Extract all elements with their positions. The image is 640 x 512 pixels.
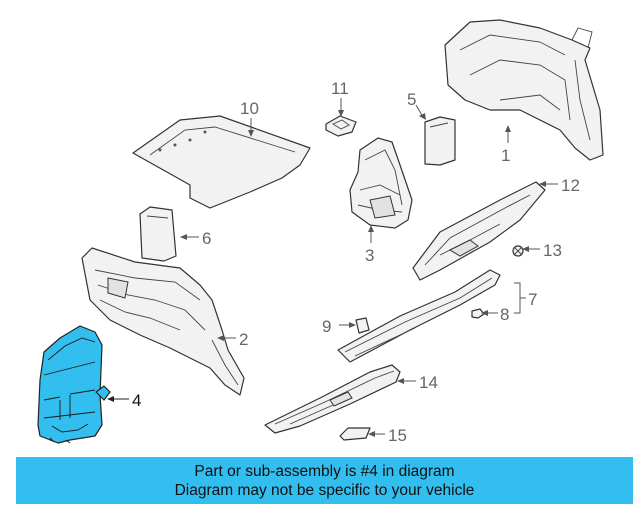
callout-3: 3	[365, 225, 374, 265]
svg-text:3: 3	[365, 246, 374, 265]
part-10-load-floor[interactable]	[132, 115, 311, 209]
svg-text:5: 5	[407, 90, 416, 109]
exploded-parts-diagram: 1 10 11 3 5	[37, 19, 604, 445]
svg-text:9: 9	[322, 317, 331, 336]
svg-text:12: 12	[561, 176, 580, 195]
callout-7-bracket: 7	[514, 282, 537, 314]
svg-text:1: 1	[501, 146, 510, 165]
part-12-trim-panel[interactable]	[412, 181, 546, 281]
callout-14: 14	[397, 373, 438, 392]
part-9-clip[interactable]	[355, 317, 370, 334]
part-7-sill-plate[interactable]	[337, 269, 501, 363]
part-4-bracket-highlighted[interactable]	[37, 325, 111, 444]
svg-text:14: 14	[419, 373, 438, 392]
svg-text:7: 7	[528, 290, 537, 309]
svg-text:4: 4	[132, 391, 141, 410]
banner-line-2: Diagram may not be specific to your vehi…	[174, 481, 475, 499]
callout-12: 12	[539, 176, 580, 195]
part-2-side-trim-panel[interactable]	[81, 247, 245, 396]
part-14-scuff-plate[interactable]	[264, 364, 401, 434]
part-13-clip[interactable]	[512, 245, 524, 257]
callout-5: 5	[407, 90, 426, 120]
part-6-cover[interactable]	[139, 206, 177, 262]
banner-line-1: Part or sub-assembly is #4 in diagram	[194, 462, 455, 480]
part-15-cap[interactable]	[339, 427, 371, 441]
svg-text:2: 2	[239, 330, 248, 349]
part-1-quarter-trim-panel[interactable]	[444, 19, 604, 161]
svg-text:10: 10	[240, 99, 259, 118]
info-banner: Part or sub-assembly is #4 in diagram Di…	[16, 457, 633, 504]
callout-13: 13	[522, 241, 562, 260]
part-3-housing[interactable]	[349, 137, 413, 229]
callout-1: 1	[501, 125, 511, 165]
svg-text:8: 8	[500, 305, 509, 324]
callout-15: 15	[368, 426, 407, 445]
svg-text:6: 6	[202, 229, 211, 248]
callout-10: 10	[240, 99, 259, 137]
callout-4: 4	[107, 391, 141, 410]
callout-2: 2	[217, 330, 248, 349]
part-11-clip[interactable]	[325, 115, 357, 137]
callout-8: 8	[481, 305, 509, 324]
part-5-panel[interactable]	[424, 116, 456, 166]
svg-text:15: 15	[388, 426, 407, 445]
svg-text:11: 11	[331, 79, 349, 98]
callout-9: 9	[322, 317, 356, 336]
callout-6: 6	[180, 229, 211, 248]
part-8-push-clip[interactable]	[471, 308, 485, 319]
callout-11: 11	[331, 79, 349, 117]
svg-text:13: 13	[543, 241, 562, 260]
